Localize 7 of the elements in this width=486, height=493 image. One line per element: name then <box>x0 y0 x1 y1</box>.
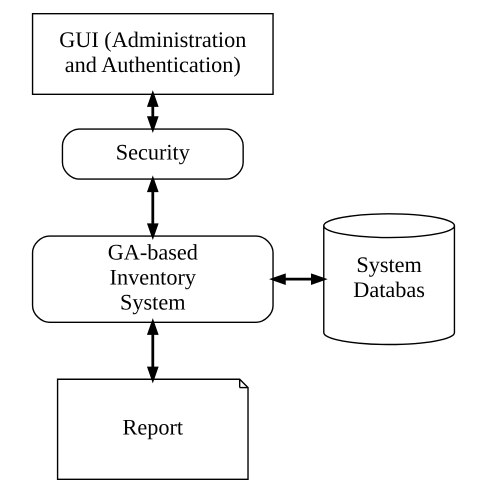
arrow <box>146 175 158 240</box>
arrow <box>146 318 158 384</box>
arrow <box>146 90 158 133</box>
node-box: Security <box>61 128 244 180</box>
arrow <box>268 273 328 286</box>
node-box: GUI (Administration and Authentication) <box>31 12 274 95</box>
node-box: GA-based Inventory System <box>31 235 274 323</box>
